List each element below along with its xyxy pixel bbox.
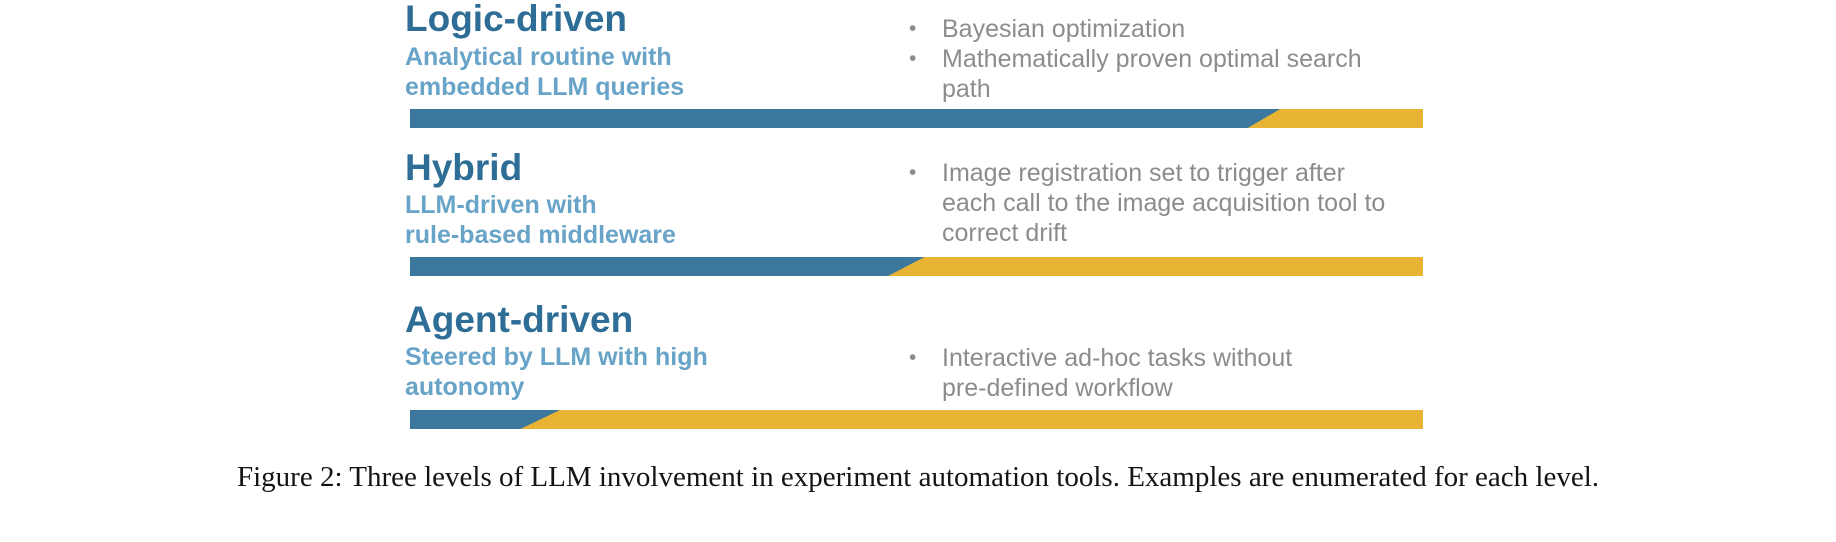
level-title-agent-driven: Agent-driven (405, 299, 634, 340)
involvement-bar-logic-driven (410, 109, 1423, 128)
bullet-item: • Interactive ad-hoc tasks without pre-d… (905, 343, 1425, 403)
level-subtitle-agent-driven: Steered by LLM with high autonomy (405, 343, 708, 401)
level-subtitle-logic-driven: Analytical routine with embedded LLM que… (405, 43, 685, 101)
bullet-item: • Image registration set to trigger afte… (905, 158, 1425, 248)
bar-blue-segment (410, 257, 925, 276)
involvement-bar-hybrid (410, 257, 1423, 276)
bullet-dot-icon: • (909, 346, 917, 369)
bullet-text: Mathematically proven optimal search pat… (942, 45, 1362, 103)
bar-blue-segment (410, 410, 560, 429)
bullet-text: Bayesian optimization (942, 15, 1186, 43)
bullet-dot-icon: • (909, 47, 917, 70)
level-title-logic-driven: Logic-driven (405, 0, 628, 39)
bar-blue-segment (410, 109, 1281, 128)
bullet-dot-icon: • (909, 161, 917, 184)
bullet-item: • Bayesian optimization (905, 14, 1425, 44)
level-bullets-logic-driven: • Bayesian optimization • Mathematically… (905, 14, 1425, 104)
bullet-item: • Mathematically proven optimal search p… (905, 44, 1425, 104)
involvement-bar-agent-driven (410, 410, 1423, 429)
bullet-dot-icon: • (909, 17, 917, 40)
level-subtitle-hybrid: LLM-driven with rule-based middleware (405, 191, 676, 249)
level-bullets-agent-driven: • Interactive ad-hoc tasks without pre-d… (905, 343, 1425, 403)
bullet-text: Interactive ad-hoc tasks without pre-def… (942, 344, 1293, 402)
level-bullets-hybrid: • Image registration set to trigger afte… (905, 158, 1425, 248)
level-title-hybrid: Hybrid (405, 147, 523, 188)
figure-caption: Figure 2: Three levels of LLM involvemen… (236, 461, 1600, 493)
bullet-text: Image registration set to trigger after … (942, 159, 1386, 247)
